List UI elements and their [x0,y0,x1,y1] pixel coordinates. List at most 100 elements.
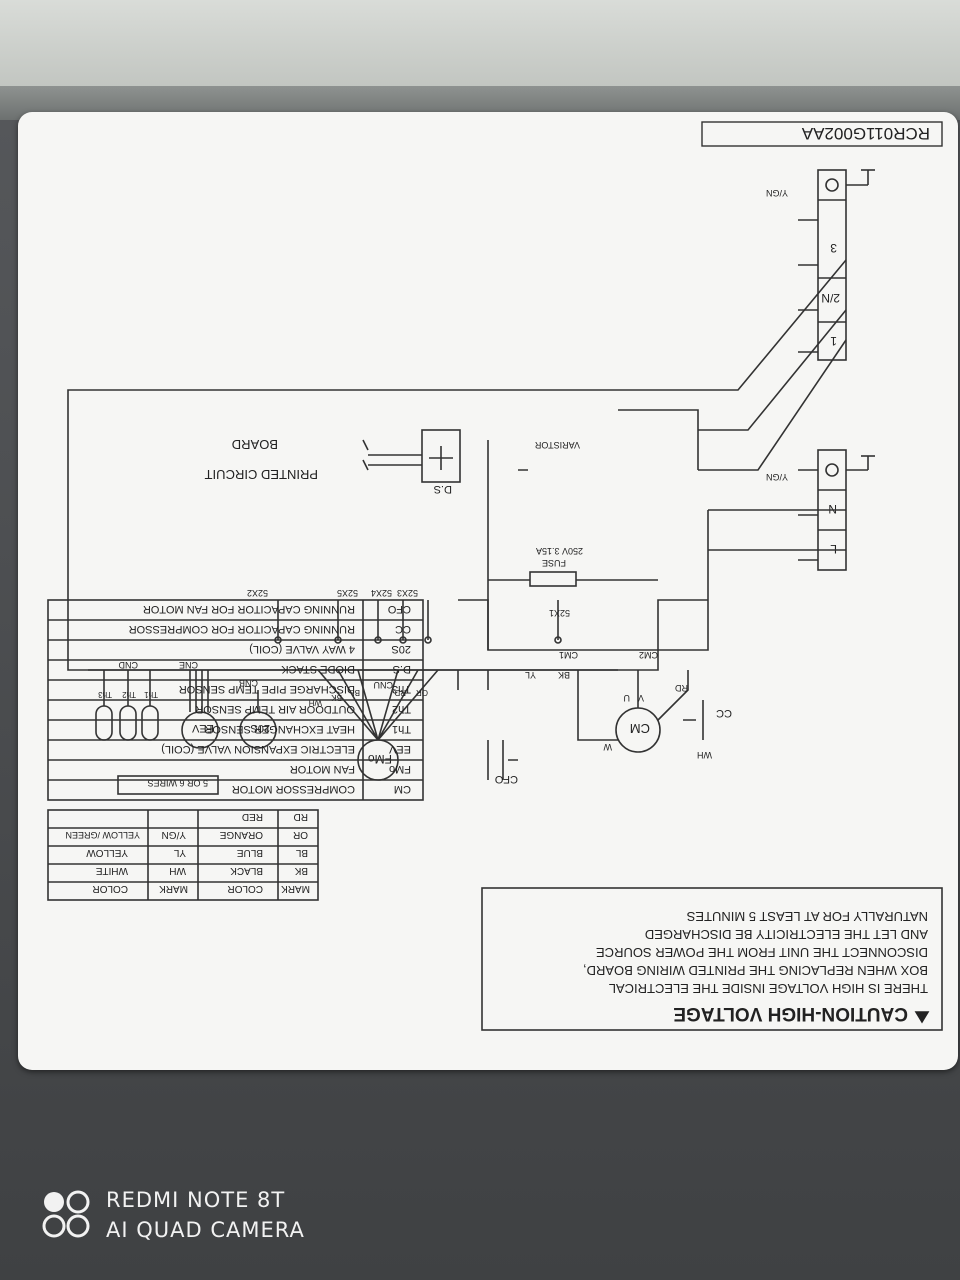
wire-wh-fan: WH [308,698,322,707]
connector-cm1: CM1 [559,650,578,660]
th2-label: Th2 [122,690,136,699]
wire-wh-cc: WH [697,750,712,760]
ct-r4c1: RD [294,811,308,822]
terminal-l: L [830,542,837,556]
legend-desc: RUNNING CAPACITOR FOR COMPRESSOR [129,623,355,635]
terminal-3: 3 [830,241,837,255]
watermark-camera: AI QUAD CAMERA [106,1218,305,1242]
caution-title: CAUTION-HIGH VOLTAGE [673,1003,908,1024]
legend-code: EEV [388,743,411,755]
legend-code: D.S [393,663,411,675]
ct-r4c2: RED [242,811,263,822]
wire-rd-fan: RD [394,688,406,697]
expansion-valve [181,711,219,749]
wire-bk-fan: BK [331,693,342,702]
caution-line-3: DISCONNECT THE UNIT FROM THE POWER SOURC… [596,945,928,960]
phase-w: W [603,742,612,752]
legend-table: CFO RUNNING CAPACITOR FOR FAN MOTOR CC RUNN… [47,599,424,801]
wire-yl: YL [525,670,536,680]
legend-desc: DIODE STACK [281,663,355,675]
th3-label: Th3 [98,690,112,699]
board-title-2: BOARD [232,437,278,452]
legend-desc: HEAT EXCHANGER SENSOR [204,723,355,735]
ct-h3: MARK [159,883,188,894]
caution-line-4: AND LET THE ELECTRICITY BE DISCHARGED [645,927,928,942]
compressor-label: CM [630,721,650,736]
terminal-1: 1 [830,334,837,348]
terminal-2n: 2/N [821,291,840,305]
connector-cnb: CNB [239,678,258,688]
relay-52x4: 52X4 [371,588,392,598]
camera-logo-icon [42,1190,90,1238]
diode-stack [421,429,461,483]
relay-52x1: 52X1 [549,608,570,618]
caution-line-2: BOX WHEN REPLACING THE PRINTED WIRING BO… [583,963,928,978]
wires-note: 5 OR 6 WIRES [147,778,208,788]
legend-code: CM [394,783,411,795]
relay-52x2: 52X2 [247,588,268,598]
legend-code: CC [395,623,411,635]
connector-cnd: CND [118,660,138,670]
phase-v: V [638,693,644,703]
connector-cnu: CNU [374,680,394,690]
ground-screw-bottom [825,463,839,477]
wall-top [0,0,960,120]
th1-label: Th1 [144,690,158,699]
warning-icon [914,1011,930,1024]
wire-bk: BK [558,670,570,680]
fuse-rating: 250V 3.15A [536,546,583,556]
legend-desc: FAN MOTOR [290,763,355,775]
wiring-diagram: RCR011G002AA 1 2/N 3 Y/GN L N Y/GN PRINT… [47,121,943,1031]
ct-r2c4: YELLOW [86,847,128,858]
legend-desc: 4 WAY VALVE (COIL) [249,643,355,655]
fuse-label: FUSE [542,558,566,568]
ct-r3c4: YELLOW /GREEN [65,830,140,840]
four-way-valve-label: 20S [250,722,270,734]
ct-r2c2: BLUE [237,847,263,858]
wires-note-box [117,775,219,795]
fuse [529,571,577,587]
ground-label-bottom: Y/GN [766,472,788,482]
relay-52x3: 52X3 [397,588,418,598]
varistor-label: VARISTOR [534,440,580,450]
ct-r3c1: OR [293,829,308,840]
label-code-box [701,121,943,147]
wire-bl: BL [350,688,360,697]
ct-r1c3: WH [169,865,186,876]
ground-screw-top [825,178,839,192]
legend-code: CFO [387,603,411,615]
ct-r2c3: YL [173,847,186,858]
legend-code: FMo [389,763,411,775]
phase-u: U [624,693,631,703]
ct-h2: COLOR [227,883,263,894]
ct-r3c3: Y/GN [162,829,186,840]
color-code-table: MARK COLOR MARK COLOR BK BLACK WH WHITE … [47,809,319,901]
wire-rd-cc: RD [675,683,688,693]
connector-cne: CNE [179,660,198,670]
legend-desc: RUNNING CAPACITOR FOR FAN MOTOR [143,603,355,615]
ct-r3c2: ORANGE [219,829,263,840]
terminal-n: N [828,502,837,516]
connector-cm2: CM2 [639,650,658,660]
legend-desc: COMPRESSOR MOTOR [232,783,355,795]
ground-label-top: Y/GN [766,188,788,198]
cc-label: CC [716,707,732,719]
ct-r1c1: BK [294,865,308,876]
label-content-rotated: RCR011G002AA 1 2/N 3 Y/GN L N Y/GN PRINT… [18,112,958,1070]
wiring-label: RCR011G002AA 1 2/N 3 Y/GN L N Y/GN PRINT… [18,112,958,1070]
label-code: RCR011G002AA [801,124,930,143]
ct-r1c2: BLACK [230,865,263,876]
legend-desc: OUTDOOR AIR TEMP SENSOR [195,703,355,715]
board-title-1: PRINTED CIRCUIT [205,467,318,482]
watermark-model: REDMI NOTE 8T [106,1188,286,1212]
wire-or: OR [416,688,428,697]
legend-code: Th2 [392,703,411,715]
ct-h1: MARK [281,883,310,894]
cfo-label: CFO [494,773,518,785]
legend-desc: DISCHARGE PIPE TEMP SENSOR [179,683,355,695]
legend-code: Th1 [392,723,411,735]
caution-line-5: NATURALLY FOR AT LEAST 5 MINUTES [686,909,928,924]
camera-watermark: REDMI NOTE 8T AI QUAD CAMERA [40,1188,440,1258]
ct-h4: COLOR [92,883,128,894]
ct-r2c1: BL [295,847,308,858]
